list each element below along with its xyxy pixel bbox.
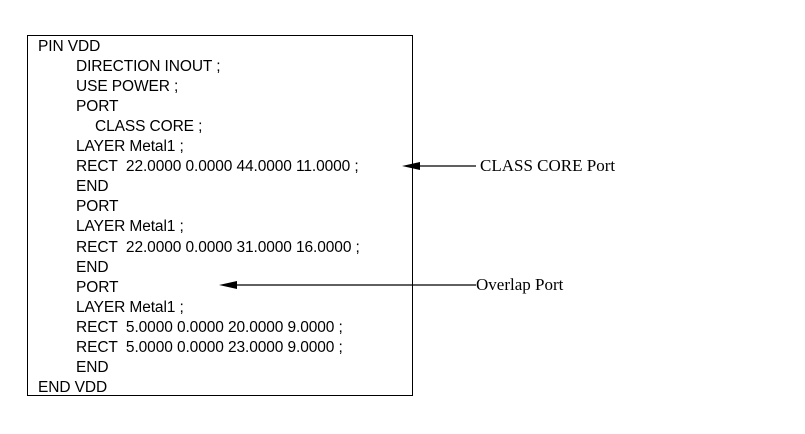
class-core-arrow	[402, 162, 476, 170]
overlap-port-label: Overlap Port	[476, 275, 564, 294]
class-core-port-label: CLASS CORE Port	[480, 156, 616, 175]
code-line: LAYER Metal1 ;	[76, 138, 184, 155]
code-line: RECT 22.0000 0.0000 44.0000 11.0000 ;	[76, 158, 359, 176]
code-line: RECT 22.0000 0.0000 31.0000 16.0000 ;	[76, 238, 360, 256]
code-line: LAYER Metal1 ;	[76, 218, 184, 236]
code-line: END VDD	[38, 379, 108, 397]
code-line: RECT 5.0000 0.0000 23.0000 9.0000 ;	[76, 339, 343, 356]
class-core-arrowhead-icon	[402, 162, 420, 170]
overlap-arrow	[219, 281, 476, 289]
code-line: PORT	[76, 278, 119, 296]
code-line: END	[76, 178, 109, 196]
code-line: PIN VDD	[38, 37, 101, 55]
code-line: PORT	[76, 198, 119, 216]
code-line: END	[76, 258, 109, 276]
code-line: CLASS CORE ;	[95, 117, 203, 135]
code-line: RECT 5.0000 0.0000 20.0000 9.0000 ;	[76, 318, 343, 336]
overlap-arrowhead-icon	[219, 281, 237, 289]
code-line: USE POWER ;	[76, 77, 179, 95]
code-line: PORT	[76, 97, 119, 115]
code-line: LAYER Metal1 ;	[76, 298, 184, 316]
lef-code-box: PIN VDD DIRECTION INOUT ; USE POWER ; PORT C…	[27, 35, 413, 396]
code-line: DIRECTION INOUT ;	[76, 57, 221, 75]
code-line: END	[76, 359, 109, 377]
